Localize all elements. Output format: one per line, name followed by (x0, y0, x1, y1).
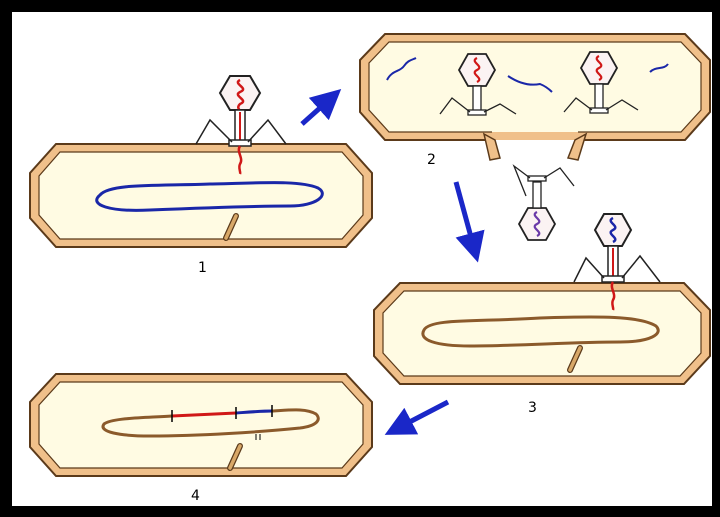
step-label-4: 4 (191, 488, 200, 504)
cell-1 (30, 144, 372, 247)
cell-4 (30, 374, 372, 476)
arrow-1-to-2 (302, 99, 330, 124)
cell-2-cytoplasm (369, 42, 701, 132)
cell-1-cytoplasm (39, 152, 363, 239)
cell-3-cytoplasm (383, 291, 701, 376)
step-label-2: 2 (427, 152, 436, 168)
phage-released (514, 166, 574, 240)
arrow-2-to-3 (456, 182, 474, 248)
diagram-canvas: 1 (12, 12, 712, 506)
phage-1-baseplate (229, 140, 251, 146)
transduction-diagram: 1 (12, 12, 712, 506)
cell-2-lysed (360, 34, 710, 160)
cell-3 (374, 283, 710, 384)
arrow-3-to-4 (398, 402, 448, 428)
step-label-3: 3 (528, 400, 537, 416)
step-label-1: 1 (198, 260, 207, 276)
